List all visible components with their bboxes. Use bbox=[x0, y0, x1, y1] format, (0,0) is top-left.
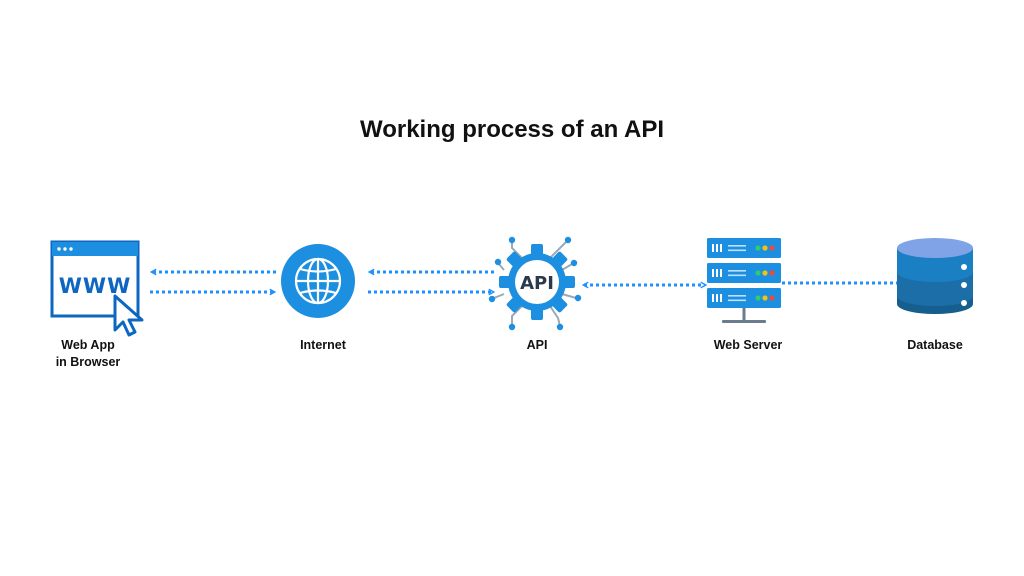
label-internet: Internet bbox=[300, 338, 347, 352]
gear-api-text: API bbox=[520, 273, 554, 294]
database-icon bbox=[897, 238, 973, 314]
cursor-arrow-icon bbox=[113, 294, 144, 337]
diagram-title: Working process of an API bbox=[359, 116, 665, 143]
browser-www-text: WWW bbox=[59, 274, 132, 298]
server-rack-icon bbox=[707, 238, 781, 323]
label-web-app-line2: in Browser bbox=[56, 355, 121, 369]
browser-window-cursor-icon: WWW bbox=[50, 240, 144, 337]
globe-icon bbox=[281, 244, 355, 318]
label-web-app-line1: Web App bbox=[61, 338, 115, 352]
connectors bbox=[150, 272, 898, 292]
gear-api-icon: API bbox=[488, 236, 582, 331]
label-web-server: Web Server bbox=[714, 338, 783, 352]
label-database: Database bbox=[907, 338, 963, 352]
label-api: API bbox=[527, 338, 548, 352]
